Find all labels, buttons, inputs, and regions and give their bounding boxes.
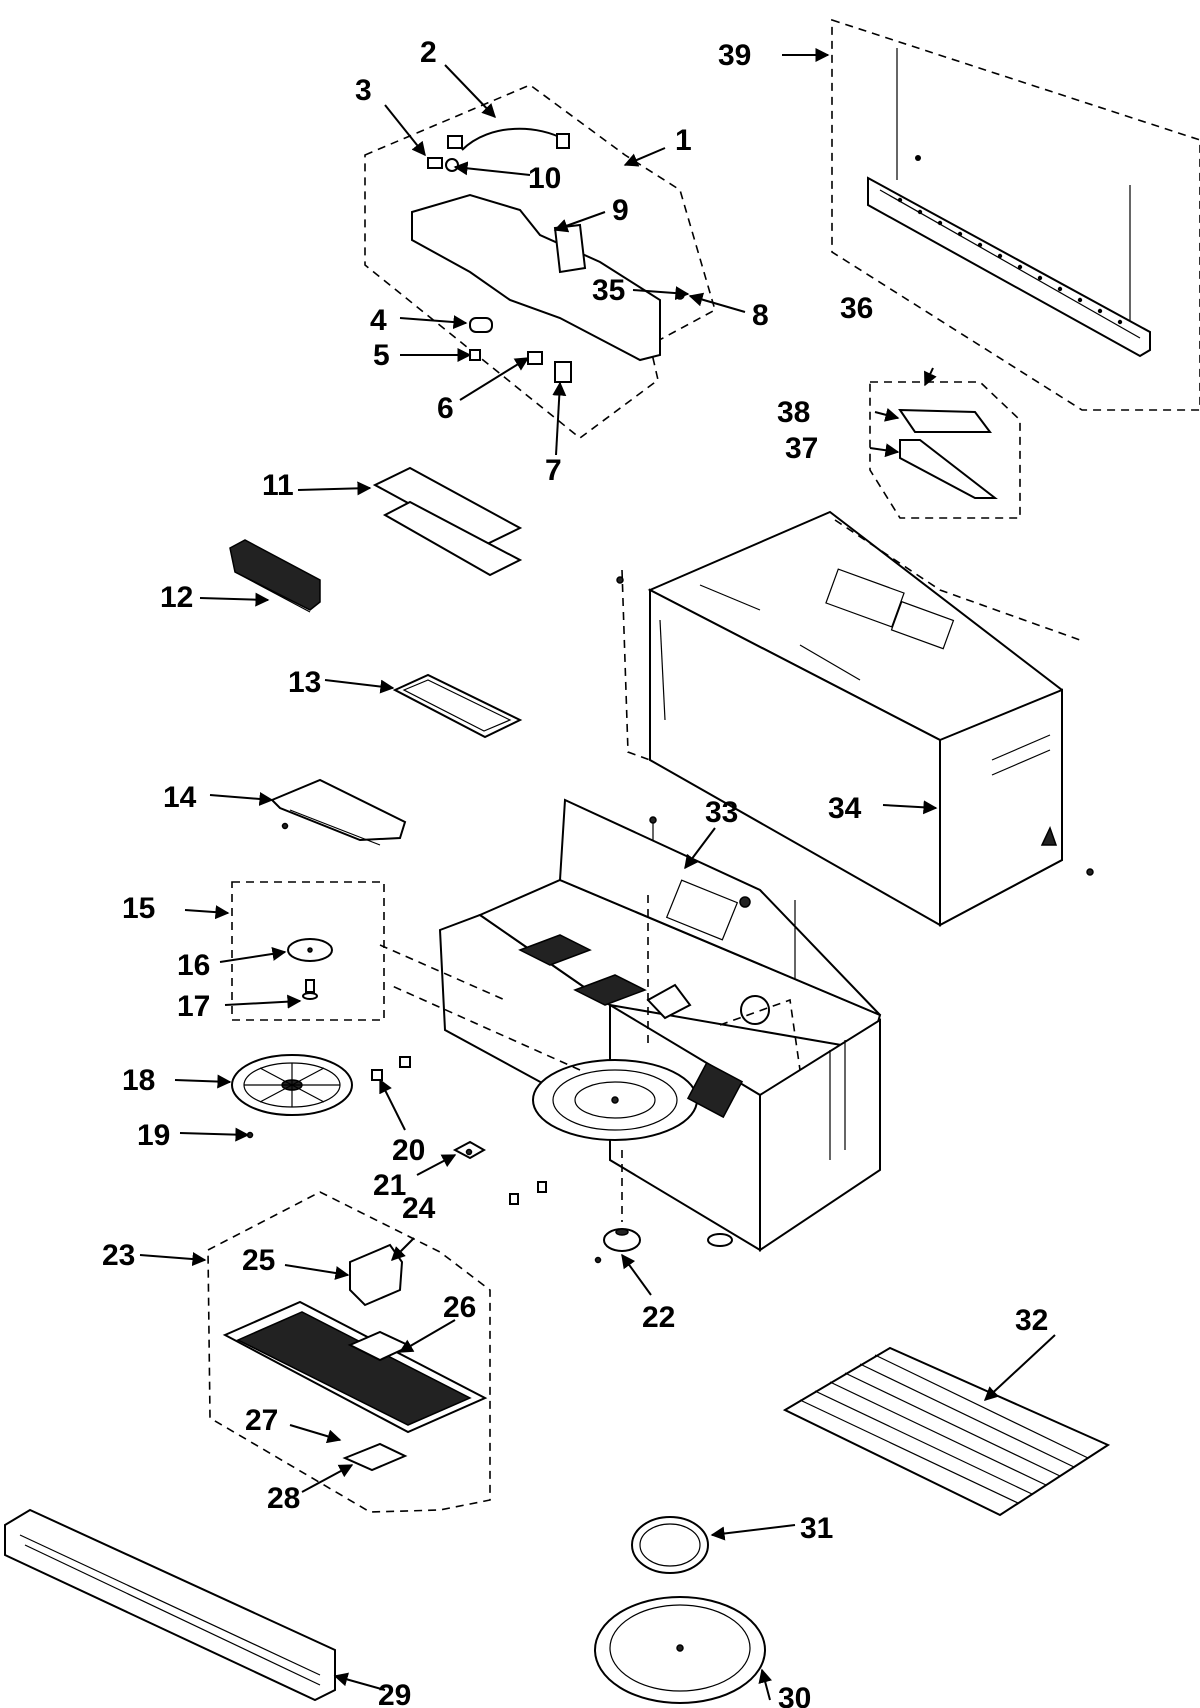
- fan-assembly: [231, 1054, 353, 1139]
- callout-31: 31: [800, 1512, 833, 1545]
- callout-leaders: [139, 48, 1056, 1701]
- callout-14: 14: [163, 781, 197, 814]
- mounting-plate-holes: [897, 155, 1123, 325]
- callout-24: 24: [402, 1192, 436, 1225]
- callout-3: 3: [355, 74, 372, 107]
- oven-cavity-chassis: [379, 798, 882, 1252]
- latch-assembly: [364, 84, 716, 440]
- filter-set: [372, 466, 523, 577]
- turntable-ring: [631, 1516, 709, 1574]
- callout-7: 7: [545, 454, 562, 487]
- callout-35: 35: [592, 274, 625, 307]
- oven-rack: [782, 1346, 1111, 1517]
- callout-11: 11: [262, 469, 294, 502]
- callout-2: 2: [420, 36, 437, 69]
- callout-8: 8: [752, 299, 769, 332]
- callout-15: 15: [122, 892, 155, 925]
- callout-29: 29: [378, 1679, 411, 1708]
- mounting-clips: [371, 1056, 547, 1205]
- charcoal-filter: [392, 673, 523, 739]
- callout-18: 18: [122, 1064, 155, 1097]
- bottom-grille-assembly: [207, 1191, 491, 1513]
- turntable-coupler-assembly: [231, 881, 385, 1021]
- callout-17: 17: [177, 990, 210, 1023]
- callout-34: 34: [828, 792, 862, 825]
- exhaust-adapter-assembly: [869, 381, 1021, 519]
- front-trim-panel: [4, 1508, 336, 1702]
- callout-26: 26: [443, 1291, 476, 1324]
- rack-wires: [799, 1354, 1089, 1504]
- callout-28: 28: [267, 1482, 300, 1515]
- vent-grille: [229, 539, 321, 613]
- callout-12: 12: [160, 581, 193, 614]
- callout-4: 4: [370, 304, 387, 337]
- callout-labels: 39 1 2 3 10 9 8 4 5 6 7 36 38 37 35 11 1…: [102, 36, 1048, 1708]
- callout-10: 10: [528, 162, 561, 195]
- glass-tray: [594, 1596, 766, 1704]
- callout-36: 36: [840, 292, 873, 325]
- callout-27: 27: [245, 1404, 278, 1437]
- callout-19: 19: [137, 1119, 170, 1152]
- outer-cabinet: [616, 510, 1094, 927]
- callout-13: 13: [288, 666, 321, 699]
- callout-1: 1: [675, 124, 692, 157]
- callout-9: 9: [612, 194, 629, 227]
- callout-32: 32: [1015, 1304, 1048, 1337]
- callout-30: 30: [778, 1682, 811, 1708]
- callout-33: 33: [705, 796, 738, 829]
- callout-21: 21: [373, 1169, 406, 1202]
- mounting-plate-assembly: [831, 18, 1200, 411]
- callout-38: 38: [777, 396, 810, 429]
- callout-37: 37: [785, 432, 818, 465]
- callout-25: 25: [242, 1244, 275, 1277]
- callout-6: 6: [437, 392, 454, 425]
- stirrer-motor: [594, 1150, 641, 1264]
- callout-39: 39: [718, 39, 751, 72]
- callout-22: 22: [642, 1301, 675, 1334]
- callout-23: 23: [102, 1239, 135, 1272]
- callout-16: 16: [177, 949, 210, 982]
- damper: [270, 778, 407, 846]
- callout-5: 5: [373, 339, 390, 372]
- callout-20: 20: [392, 1134, 425, 1167]
